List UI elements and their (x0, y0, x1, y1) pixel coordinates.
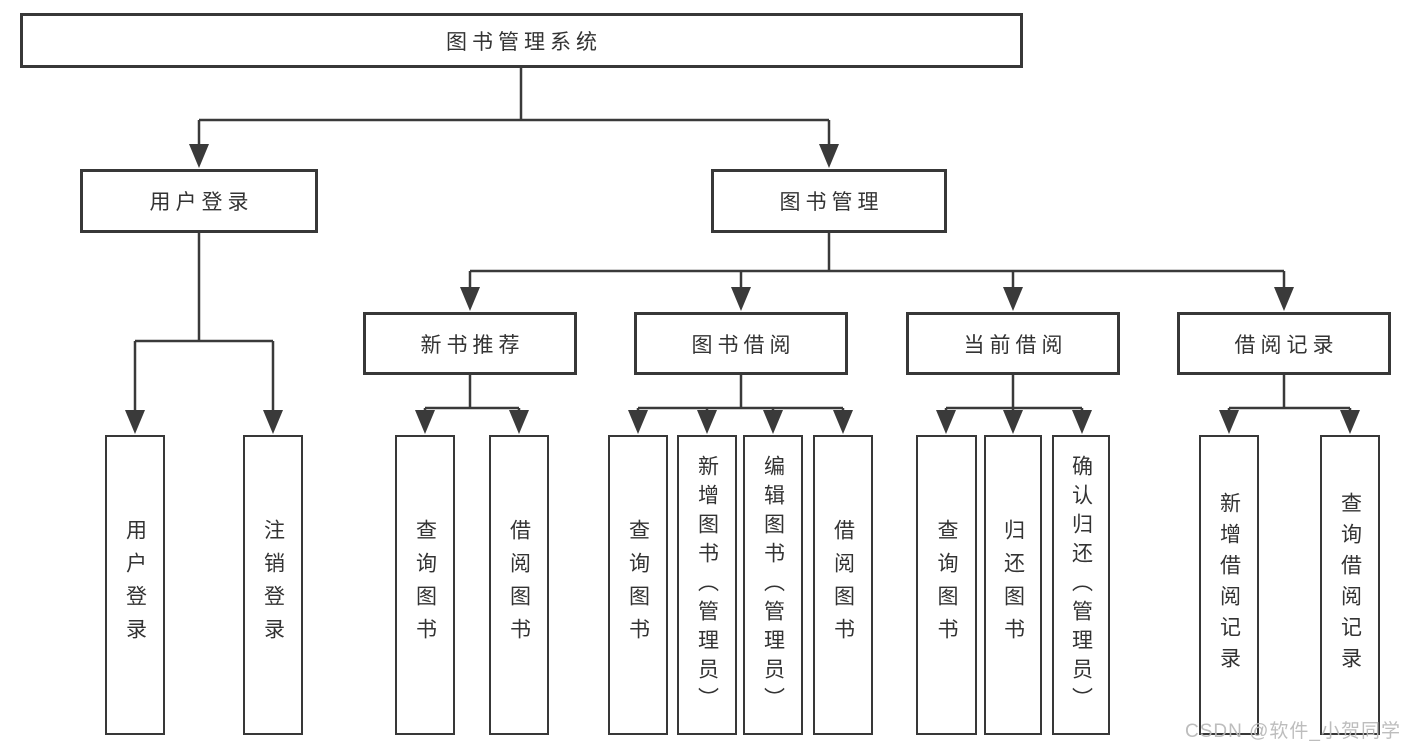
arrowhead-icon (697, 410, 717, 434)
arrowhead-icon (1072, 410, 1092, 434)
csdn-watermark: CSDN @软件_小贺同学 (1185, 721, 1401, 742)
connector-current-borrowing-to-children (936, 375, 1092, 434)
node-root: 图书管理系统 (20, 13, 1023, 68)
node-current-borrowing-label: 当前借阅 (963, 333, 1068, 357)
node-book-borrowing-label: 图书借阅 (691, 333, 796, 357)
arrowhead-icon (263, 410, 283, 434)
arrowhead-icon (936, 410, 956, 434)
node-new-book-recommend-label: 新书推荐 (420, 333, 525, 357)
node-user-login: 用户登录 (80, 169, 318, 233)
node-current-borrowing: 当前借阅 (906, 312, 1120, 375)
arrowhead-icon (1003, 287, 1023, 311)
arrowhead-icon (509, 410, 529, 434)
connector-root-to-level2 (189, 68, 839, 168)
node-nbr-query-books: 查询图书 (395, 435, 455, 735)
node-root-label: 图书管理系统 (446, 30, 602, 54)
node-login-label: 用户登录 (123, 519, 147, 651)
arrowhead-icon (763, 410, 783, 434)
connector-new-book-recommend-to-children (415, 375, 529, 434)
connector-book-management-to-level3 (460, 233, 1294, 311)
connector-line (944, 375, 1084, 412)
node-br-add-record: 新增借阅记录 (1199, 435, 1259, 735)
node-borrowing-records-label: 借阅记录 (1234, 333, 1339, 357)
node-bb-query-books-label: 查询图书 (626, 519, 650, 651)
arrowhead-icon (189, 144, 209, 168)
node-bb-borrow-books-label: 借阅图书 (831, 519, 855, 651)
node-bb-borrow-books: 借阅图书 (813, 435, 873, 735)
arrowhead-icon (833, 410, 853, 434)
node-login: 用户登录 (105, 435, 165, 735)
node-borrowing-records: 借阅记录 (1177, 312, 1391, 375)
node-nbr-borrow-books: 借阅图书 (489, 435, 549, 735)
node-cb-confirm-return-admin: 确认归还（管理员） (1052, 435, 1110, 735)
connector-borrowing-records-to-children (1219, 375, 1360, 434)
arrowhead-icon (1219, 410, 1239, 434)
connector-book-borrowing-to-children (628, 375, 853, 434)
arrowhead-icon (628, 410, 648, 434)
arrowhead-icon (1274, 287, 1294, 311)
node-bb-query-books: 查询图书 (608, 435, 668, 735)
node-br-add-record-label: 新增借阅记录 (1217, 492, 1241, 678)
connector-line (468, 233, 1286, 289)
connector-line (1227, 375, 1352, 412)
node-cb-query-books-label: 查询图书 (935, 519, 958, 651)
arrowhead-icon (125, 410, 145, 434)
node-cb-query-books: 查询图书 (916, 435, 977, 735)
node-book-borrowing: 图书借阅 (634, 312, 848, 375)
node-user-login-label: 用户登录 (149, 191, 254, 214)
connector-line (197, 68, 831, 146)
connector-user-login-to-children (125, 233, 283, 434)
node-logout: 注销登录 (243, 435, 303, 735)
arrowhead-icon (1340, 410, 1360, 434)
connector-line (133, 233, 275, 412)
node-nbr-borrow-books-label: 借阅图书 (507, 519, 531, 651)
node-bb-add-books-admin-label: 新增图书（管理员） (695, 454, 719, 716)
node-nbr-query-books-label: 查询图书 (413, 519, 437, 651)
node-book-management-label: 图书管理 (779, 191, 884, 214)
node-bb-edit-books-admin-label: 编辑图书（管理员） (761, 454, 785, 716)
node-br-query-record: 查询借阅记录 (1320, 435, 1380, 735)
arrowhead-icon (415, 410, 435, 434)
node-cb-return-books-label: 归还图书 (1001, 519, 1025, 651)
node-cb-confirm-return-admin-label: 确认归还（管理员） (1069, 454, 1093, 716)
arrowhead-icon (460, 287, 480, 311)
node-logout-label: 注销登录 (261, 519, 285, 651)
arrowhead-icon (731, 287, 751, 311)
node-new-book-recommend: 新书推荐 (363, 312, 577, 375)
arrowhead-icon (1003, 410, 1023, 434)
node-br-query-record-label: 查询借阅记录 (1338, 492, 1362, 678)
node-cb-return-books: 归还图书 (984, 435, 1042, 735)
node-bb-edit-books-admin: 编辑图书（管理员） (743, 435, 803, 735)
arrowhead-icon (819, 144, 839, 168)
connector-line (636, 375, 845, 412)
connector-line (423, 375, 521, 412)
node-book-management: 图书管理 (711, 169, 947, 233)
node-bb-add-books-admin: 新增图书（管理员） (677, 435, 737, 735)
